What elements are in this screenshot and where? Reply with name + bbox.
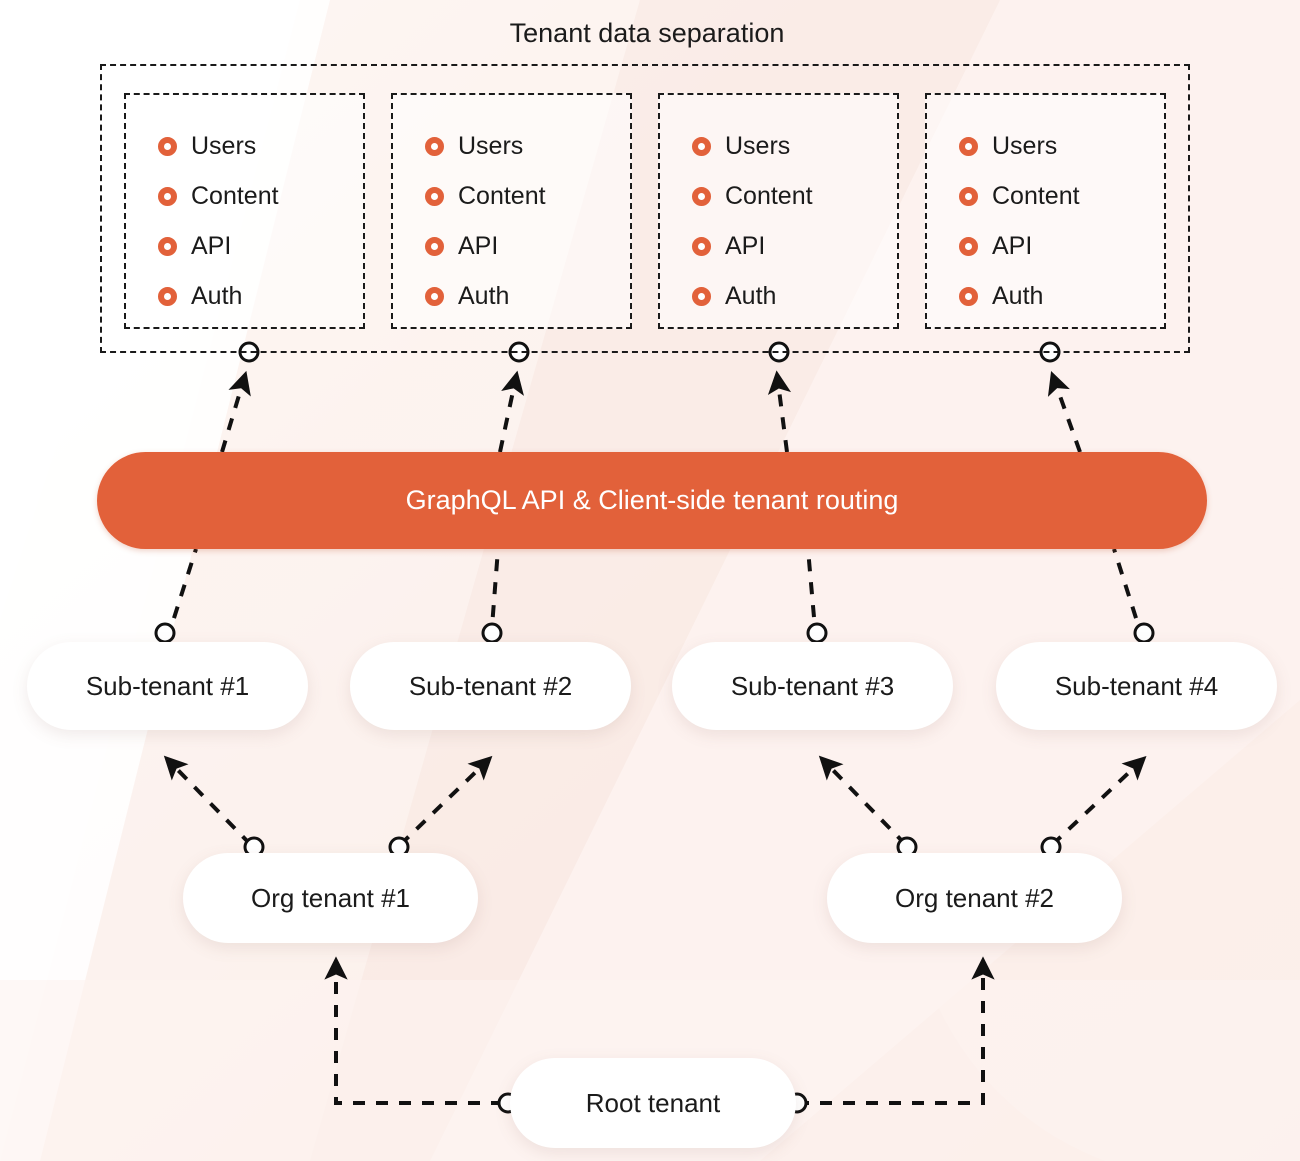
edge-org2-to-sub3 [818, 755, 908, 847]
routing-bar-label: GraphQL API & Client-side tenant routing [405, 485, 899, 515]
tenant-item: Auth [425, 271, 630, 321]
ring-icon [158, 186, 177, 206]
tenant-item-label: Content [725, 181, 813, 210]
tenant-item-label: API [992, 231, 1033, 260]
node-org-tenant-2[interactable]: Org tenant #2 [827, 853, 1122, 943]
tenant-item-label: Users [458, 131, 524, 160]
edge-sub3-to-bar [806, 548, 818, 641]
tenant-item: Content [158, 171, 363, 221]
tenant-item-label: Auth [191, 281, 243, 310]
ring-icon [425, 136, 444, 156]
node-sub-tenant-3[interactable]: Sub-tenant #3 [672, 642, 953, 730]
tenant-item: Auth [959, 271, 1164, 321]
tenant-item-label: Auth [725, 281, 777, 310]
tenant-item: API [692, 221, 897, 271]
edge-root-to-org1 [324, 956, 503, 1105]
tenant-item-label: Users [725, 131, 791, 160]
tenant-item: Content [425, 171, 630, 221]
node-root-tenant[interactable]: Root tenant [510, 1058, 796, 1148]
tenant-item-label: API [458, 231, 499, 260]
tenant-item: Content [959, 171, 1164, 221]
tenant-item: Users [959, 121, 1164, 171]
edge-sub2-to-bar [489, 548, 500, 641]
tenant-item-label: Users [191, 131, 257, 160]
ring-icon [158, 236, 177, 256]
tenant-item-label: Auth [458, 281, 510, 310]
ring-icon [959, 136, 978, 156]
node-label: Sub-tenant #4 [1054, 670, 1219, 701]
ring-icon [425, 186, 444, 206]
edge-bar-to-port-4 [1047, 371, 1082, 453]
node-label: Root tenant [585, 1087, 721, 1118]
edge-bar-to-port-1 [220, 370, 251, 453]
tenant-item: Auth [158, 271, 363, 321]
ring-icon [959, 236, 978, 256]
tenant-item-label: Content [191, 181, 279, 210]
tenant-item: API [959, 221, 1164, 271]
node-sub-tenant-4[interactable]: Sub-tenant #4 [996, 642, 1277, 730]
tenant-box-list: Users Content API Auth Users [102, 66, 1188, 351]
tenant-item-label: Content [992, 181, 1080, 210]
edge-root-to-org2 [797, 956, 995, 1105]
tenant-item: Users [692, 121, 897, 171]
tenant-box-2[interactable]: Users Content API Auth [391, 93, 632, 329]
edge-bar-to-port-2 [498, 370, 524, 453]
tenant-item: API [425, 221, 630, 271]
edge-org1-to-sub1 [163, 755, 253, 847]
node-sub-tenant-2[interactable]: Sub-tenant #2 [350, 642, 631, 730]
edge-bar-to-port-3 [767, 370, 792, 453]
sub-tenant-4-port [1133, 622, 1155, 644]
node-label: Sub-tenant #2 [408, 670, 573, 701]
tenant-item-label: API [191, 231, 232, 260]
tenant-item-label: Auth [992, 281, 1044, 310]
node-label: Org tenant #2 [895, 882, 1054, 913]
ring-icon [692, 236, 711, 256]
tenant-item-label: Content [458, 181, 546, 210]
tenant-item: Content [692, 171, 897, 221]
ring-icon [959, 186, 978, 206]
ring-icon [692, 186, 711, 206]
tenant-item: Users [425, 121, 630, 171]
node-org-tenant-1[interactable]: Org tenant #1 [183, 853, 478, 943]
edge-org2-to-sub4 [1050, 756, 1147, 847]
node-sub-tenant-1[interactable]: Sub-tenant #1 [27, 642, 308, 730]
edge-sub1-to-bar [165, 548, 198, 641]
tenant-box-4[interactable]: Users Content API Auth [925, 93, 1166, 329]
graphql-routing-bar[interactable]: GraphQL API & Client-side tenant routing [97, 452, 1207, 549]
tenant-box-3[interactable]: Users Content API Auth [658, 93, 899, 329]
tenant-box-1[interactable]: Users Content API Auth [124, 93, 365, 329]
edge-sub4-to-bar [1112, 548, 1145, 641]
ring-icon [158, 136, 177, 156]
ring-icon [692, 286, 711, 306]
ring-icon [692, 136, 711, 156]
ring-icon [959, 286, 978, 306]
sub-tenant-3-port [806, 622, 828, 644]
node-label: Sub-tenant #1 [85, 670, 250, 701]
tenant-item: API [158, 221, 363, 271]
page-title: Tenant data separation [509, 18, 785, 48]
ring-icon [158, 286, 177, 306]
ring-icon [425, 236, 444, 256]
edge-org1-to-sub2 [398, 755, 493, 847]
node-label: Sub-tenant #3 [730, 670, 895, 701]
tenant-item: Auth [692, 271, 897, 321]
tenant-item-label: Users [992, 131, 1058, 160]
ring-icon [425, 286, 444, 306]
sub-tenant-1-port [154, 622, 176, 644]
tenant-item: Users [158, 121, 363, 171]
sub-tenant-2-port [481, 622, 503, 644]
tenant-item-label: API [725, 231, 766, 260]
tenant-data-separation-group: Tenant data separation Users Content API [100, 18, 1190, 353]
node-label: Org tenant #1 [251, 882, 410, 913]
